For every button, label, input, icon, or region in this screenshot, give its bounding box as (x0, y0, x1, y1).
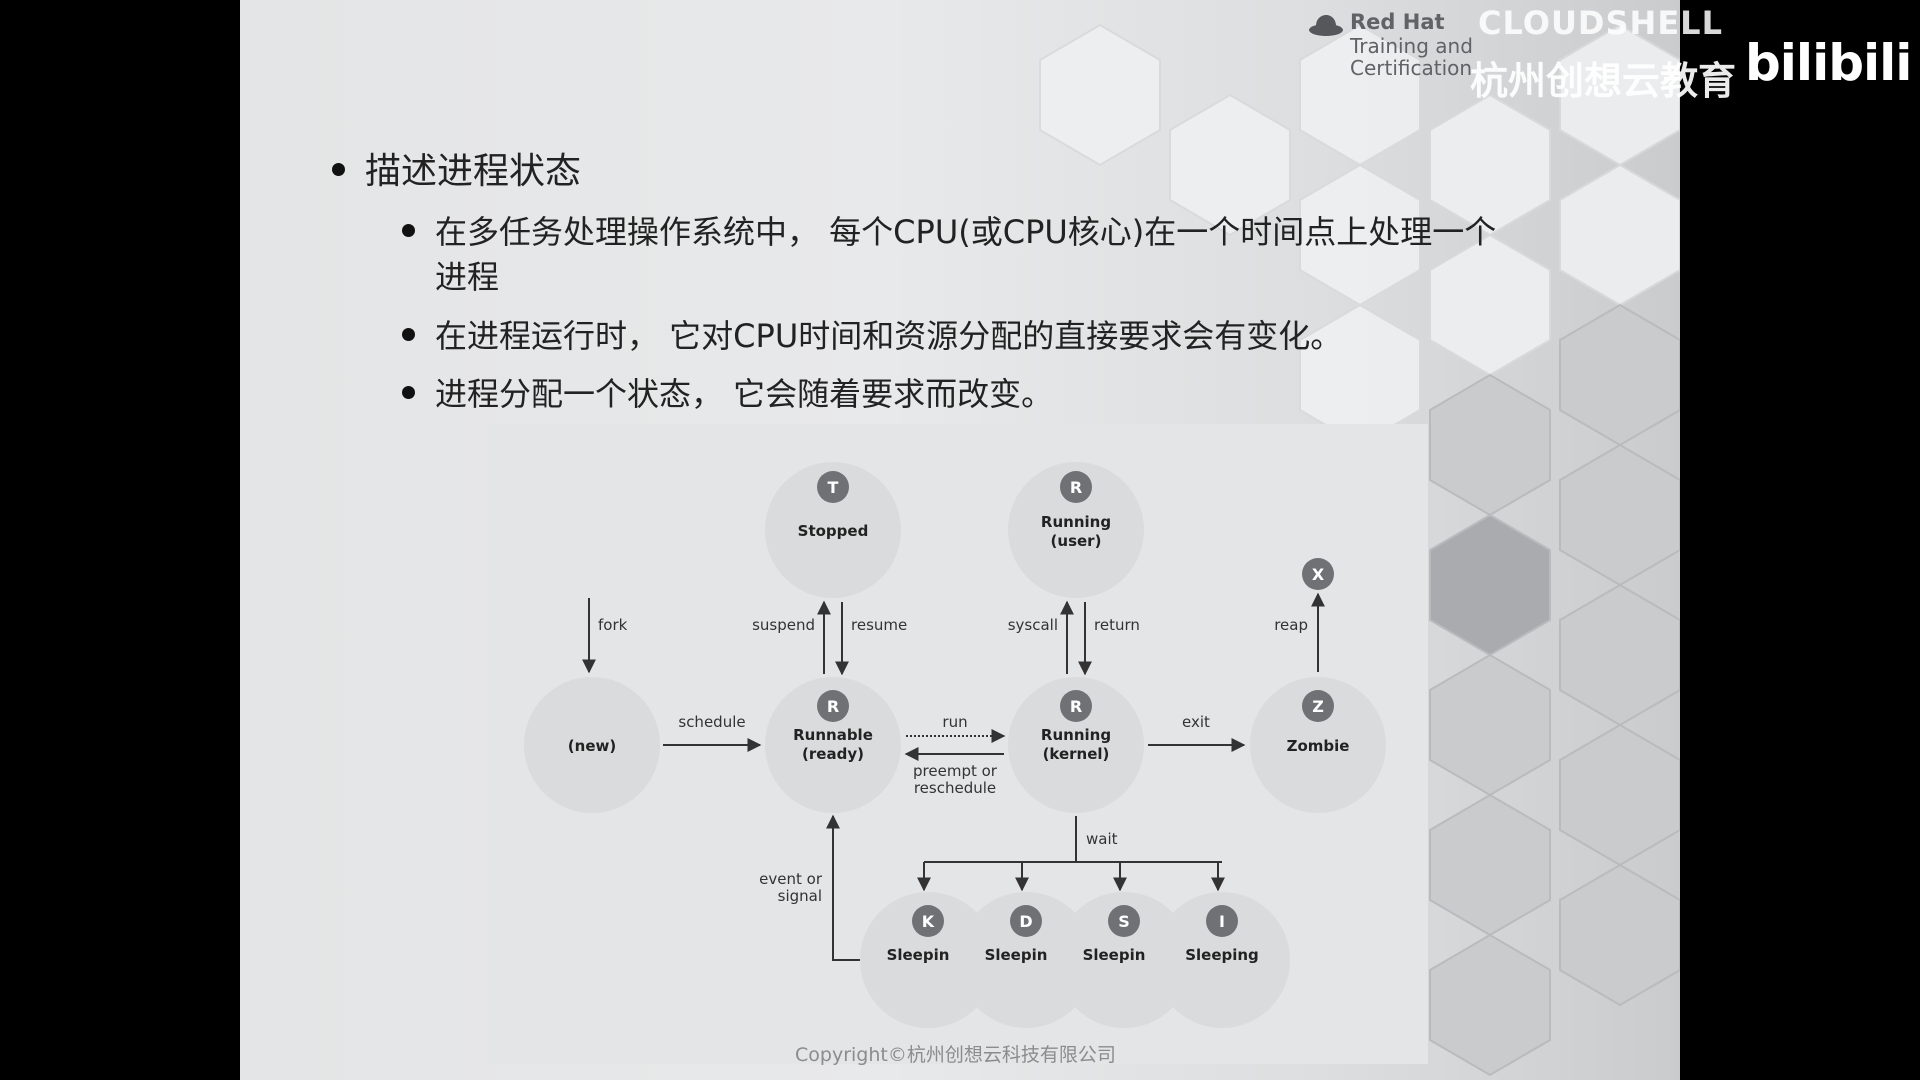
watermark-education: 杭州创想云教育 (1470, 59, 1737, 103)
sub-bullet-text: 在进程运行时， 它对CPU时间和资源分配的直接要求会有变化。 (435, 317, 1343, 355)
state-runnable-circle (765, 677, 901, 813)
state-sleep-k-label: Sleepin (887, 946, 950, 964)
bullet-dot (402, 327, 415, 341)
state-stopped-label: Stopped (798, 522, 869, 540)
main-bullet: 描述进程状态 (332, 142, 581, 194)
state-runnable-label1: Runnable (793, 726, 873, 744)
state-sleep-i-label: Sleeping (1185, 946, 1259, 964)
logo-line-certification: Certification (1350, 56, 1473, 80)
edge-preempt-label2: reschedule (914, 779, 996, 797)
state-sleep-s-label: Sleepin (1083, 946, 1146, 964)
arrow-event (826, 814, 860, 961)
state-sleep-d-circle (958, 892, 1094, 1028)
sub-bullet-1: 在多任务处理操作系统中， 每个CPU(或CPU核心)在一个时间点上处理一个 进程 (402, 210, 1496, 300)
process-state-diagram: T R X R R Z K D S I Stopped Running (use… (488, 424, 1428, 1064)
badge-sleep-d-letter: D (1019, 912, 1032, 931)
state-stopped-circle (765, 462, 901, 598)
sub-bullet-text: 进程分配一个状态， 它会随着要求而改变。 (435, 375, 1054, 413)
badge-sleep-k (912, 905, 944, 937)
sub-bullet-3: 进程分配一个状态， 它会随着要求而改变。 (402, 372, 1053, 417)
bullet-dot (402, 385, 415, 399)
edge-exit-label: exit (1182, 713, 1210, 731)
edge-event-label2: signal (778, 887, 822, 905)
badge-running-kernel-letter: R (1070, 697, 1082, 716)
state-new-label: (new) (568, 737, 616, 755)
hexagon-background (1039, 23, 1680, 1077)
edge-fork-label: fork (598, 616, 628, 634)
badge-sleep-s (1108, 905, 1140, 937)
badge-stopped (817, 471, 849, 503)
diagram-svg: T R X R R Z K D S I Stopped Running (use… (524, 462, 1386, 1028)
watermark-cloudshell: CLOUDSHELL (1478, 4, 1723, 42)
badge-sleep-i (1206, 905, 1238, 937)
state-zombie-circle (1250, 677, 1386, 813)
badge-running-user (1060, 471, 1092, 503)
bullet-dot (402, 223, 415, 237)
sub-bullet-text-cont: 进程 (435, 258, 500, 296)
state-zombie-label: Zombie (1287, 737, 1350, 755)
state-running-user-label2: (user) (1051, 532, 1102, 550)
state-running-user-circle (1008, 462, 1144, 598)
state-runnable-label2: (ready) (802, 745, 864, 763)
edge-reap-label: reap (1274, 616, 1308, 634)
edge-event-label1: event or (759, 870, 823, 888)
edge-schedule-label: schedule (678, 713, 745, 731)
state-sleep-d-label: Sleepin (985, 946, 1048, 964)
state-sleep-s-circle (1056, 892, 1192, 1028)
redhat-hat-icon (1309, 15, 1343, 36)
edge-resume-label: resume (851, 616, 907, 634)
badge-runnable (817, 690, 849, 722)
bilibili-logo: bilibili (1745, 34, 1912, 92)
badge-sleep-s-letter: S (1118, 912, 1130, 931)
badge-running-kernel (1060, 690, 1092, 722)
sub-bullet-text: 在多任务处理操作系统中， 每个CPU(或CPU核心)在一个时间点上处理一个 (435, 213, 1497, 251)
logo-brand: Red Hat (1350, 10, 1445, 34)
state-running-user-label1: Running (1041, 513, 1111, 531)
state-running-kernel-label2: (kernel) (1043, 745, 1110, 763)
state-new-circle (524, 677, 660, 813)
edge-preempt-label1: preempt or (913, 762, 998, 780)
sub-bullet-2: 在进程运行时， 它对CPU时间和资源分配的直接要求会有变化。 (402, 314, 1342, 359)
bullet-dot (332, 162, 345, 176)
logo-line-training: Training and (1350, 34, 1473, 58)
badge-sleep-d (1010, 905, 1042, 937)
main-bullet-text: 描述进程状态 (365, 151, 582, 192)
badge-sleep-i-letter: I (1219, 912, 1225, 931)
edge-run-label: run (942, 713, 967, 731)
edge-return-label: return (1094, 616, 1140, 634)
badge-runnable-letter: R (827, 697, 839, 716)
state-sleep-i-circle (1154, 892, 1290, 1028)
edge-suspend-label: suspend (752, 616, 815, 634)
badge-running-user-letter: R (1070, 478, 1082, 497)
edge-wait-label: wait (1086, 830, 1118, 848)
badge-exited-letter: X (1312, 565, 1325, 584)
badge-zombie (1302, 690, 1334, 722)
badge-exited (1302, 558, 1334, 590)
state-running-kernel-label1: Running (1041, 726, 1111, 744)
state-sleep-k-circle (860, 892, 996, 1028)
slide: Red Hat Training and Certification 描述进程状… (240, 0, 1680, 1080)
badge-zombie-letter: Z (1312, 697, 1324, 716)
edge-syscall-label: syscall (1008, 616, 1058, 634)
copyright-text: Copyright©杭州创想云科技有限公司 (795, 1044, 1116, 1066)
state-running-kernel-circle (1008, 677, 1144, 813)
badge-stopped-letter: T (828, 478, 839, 497)
badge-sleep-k-letter: K (922, 912, 935, 931)
